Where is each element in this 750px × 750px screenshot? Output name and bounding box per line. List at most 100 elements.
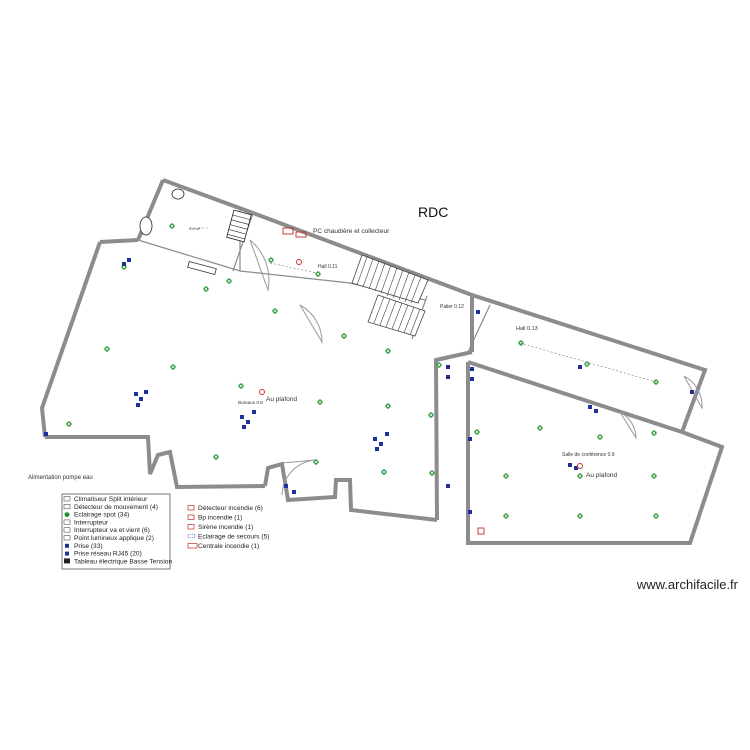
label-au-plafond-1: Au plafond (266, 396, 297, 403)
spot-light-icon (651, 430, 657, 436)
legend-item: Point lumineux applique (2) (63, 535, 154, 542)
spot-light-icon (104, 346, 110, 352)
fire-button-icon (477, 527, 485, 535)
spot-light-icon (170, 364, 176, 370)
label-hall-013: Hall 0.13 (516, 326, 538, 332)
label-pc-chaudiere: PC chaudière et collecteur (313, 228, 390, 235)
label-bureaux-08: Bureaux 0.8 (238, 400, 263, 405)
legend-label: Climatiseur Split intérieur (74, 496, 148, 503)
legend-label: Bp incendie (1) (198, 515, 242, 522)
walls-main-building (39, 178, 725, 545)
spot-light-icon (584, 361, 590, 367)
legend-item: Interrupteur (63, 519, 109, 526)
spot-light-icon (385, 348, 391, 354)
spot-light-icon (341, 333, 347, 339)
legend-item: Tableau électrique Basse Tension (64, 558, 172, 565)
watermark: www.archifacile.fr (636, 577, 738, 592)
socket-icon (476, 310, 480, 314)
socket-icon (468, 510, 472, 514)
socket-icon (373, 432, 389, 451)
socket-icon (568, 463, 578, 470)
socket-icon (468, 437, 472, 441)
legend-item: Détecteur incendie (6) (187, 505, 263, 512)
spot-light-icon (317, 399, 323, 405)
legend-label: Point lumineux applique (2) (74, 535, 154, 542)
spot-light-icon (503, 473, 509, 479)
split-ac-icon (63, 496, 71, 502)
legend-label: Centrale incendie (1) (198, 543, 259, 550)
fire-detector-icon (296, 259, 302, 265)
rj45-icon (65, 551, 69, 556)
socket-icon (44, 432, 48, 436)
socket-icon (470, 367, 474, 381)
legend-label: Prise (33) (74, 543, 103, 550)
socket-icon (134, 390, 148, 407)
siren-icon (295, 231, 307, 238)
legend-item: Eclairage de secours (5) (187, 534, 269, 541)
legend-item: Sirène incendie (1) (187, 524, 253, 531)
legend-label: Eclairage de secours (5) (198, 534, 269, 541)
legend-item: Détecteur de mouvement (4) (63, 503, 158, 511)
label-salle-conference: Salle de conférence 0.9 (562, 452, 615, 458)
socket-icon (240, 410, 256, 429)
spot-light-icon (203, 286, 209, 292)
spot-light-icon (272, 308, 278, 314)
spot-lights (66, 223, 659, 519)
socket-icon (690, 390, 694, 394)
legend-item: Prise réseau RJ45 (20) (65, 551, 142, 558)
spot-light-icon (238, 383, 244, 389)
fire-button-icon (187, 514, 195, 520)
switch-icon (63, 519, 71, 525)
motion-detector-icon (63, 503, 71, 510)
spot-light-icon (169, 223, 175, 229)
spot-light-icon (653, 513, 659, 519)
fire-central-icon (187, 543, 198, 549)
legend-item: Interrupteur va et vient (6) (63, 527, 150, 534)
label-hall-011: Hall 0.11 (318, 264, 338, 270)
spot-light-icon (537, 425, 543, 431)
panel-icon (64, 558, 70, 564)
socket-icon (446, 484, 450, 488)
switch-wiring (190, 227, 657, 383)
socket-icon (284, 484, 296, 494)
legend-label: Prise réseau RJ45 (20) (74, 551, 142, 558)
socket-icon (446, 365, 450, 379)
socket-icon (588, 405, 598, 413)
spot-light-icon (428, 412, 434, 418)
spot-light-icon (597, 434, 603, 440)
legend-item: Bp incendie (1) (187, 514, 242, 522)
fire-detector-icon (259, 389, 265, 395)
staircase (226, 209, 429, 337)
spot-light-icon (381, 469, 387, 475)
legend-label: Détecteur incendie (6) (198, 505, 263, 512)
legend-label: Tableau électrique Basse Tension (74, 558, 172, 565)
spot-light-icon (226, 278, 232, 284)
spot-light-icon (577, 473, 583, 479)
legend-item: Centrale incendie (1) (187, 543, 259, 550)
panel-icon (187, 260, 217, 276)
label-alimentation-pompe: Alimentation pompe eau (28, 475, 93, 481)
socket-icon (122, 258, 131, 266)
label-palier-012: Palier 0.12 (440, 304, 464, 310)
spot-light-icon (385, 403, 391, 409)
siren-icon (187, 524, 195, 530)
legend-label: Interrupteur (74, 519, 109, 526)
label-wc-area: 0.6 m² (189, 226, 201, 231)
spot-light-icon (268, 257, 274, 263)
label-au-plafond-2: Au plafond (586, 472, 617, 479)
spot-light-icon (474, 429, 480, 435)
spot-light-icon (503, 513, 509, 519)
spot-light-icon (577, 513, 583, 519)
emergency-light-icon (187, 534, 196, 538)
spot-light-icon (315, 271, 321, 277)
spot-light-icon (66, 421, 72, 427)
legend-label: Eclairage spot (34) (74, 512, 129, 519)
legend-item: Prise (33) (65, 543, 103, 550)
spot-light-icon (436, 362, 442, 368)
legend-item: Climatiseur Split intérieur (63, 496, 148, 503)
plan-title: RDC (418, 204, 449, 220)
spot-light-icon (651, 473, 657, 479)
legend-item: Eclairage spot (34) (64, 512, 129, 519)
